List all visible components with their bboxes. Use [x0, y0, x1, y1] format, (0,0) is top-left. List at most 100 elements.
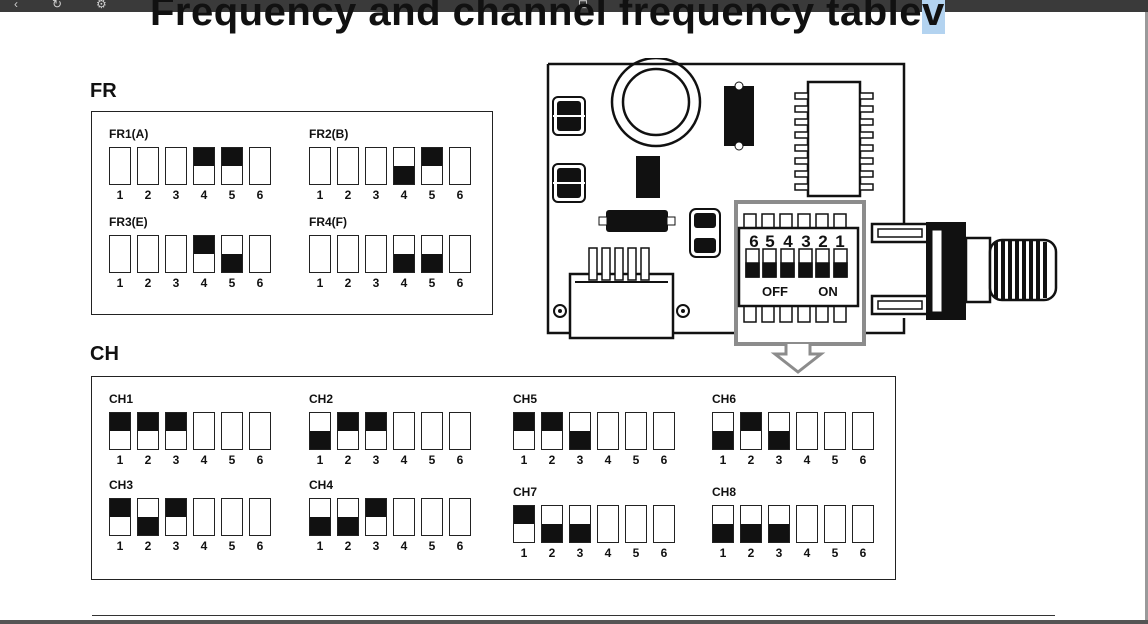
switch-number: 2: [144, 276, 152, 290]
switch-number: 1: [520, 546, 528, 560]
switch-number: 4: [400, 276, 408, 290]
ch-group-label: CH7: [513, 485, 538, 499]
dip-switch: [337, 235, 359, 273]
dip-number: 3: [801, 232, 810, 251]
off-label: OFF: [762, 284, 788, 299]
switch-number: 3: [372, 188, 380, 202]
scrollbar-edge[interactable]: [1145, 12, 1148, 624]
ch-group-label: CH2: [309, 392, 334, 406]
dip-switch: [852, 505, 874, 543]
switch-number: 1: [719, 546, 727, 560]
switch-lever: [166, 413, 186, 431]
switch-number: 4: [200, 539, 208, 553]
dip-switch: [249, 147, 271, 185]
switch-number: 5: [228, 453, 236, 467]
switch-lever: [394, 166, 414, 184]
dip-switch: [365, 498, 387, 536]
dip-switch: [513, 412, 535, 450]
switch-lever: [514, 413, 534, 431]
antenna-connector: [870, 222, 1058, 320]
switch-lever: [138, 413, 158, 431]
switch-number: 1: [116, 453, 124, 467]
dip-switch: [365, 412, 387, 450]
dip-switch: [421, 498, 443, 536]
switch-number: 5: [228, 276, 236, 290]
switch-number: 3: [372, 276, 380, 290]
dip-switch: [852, 412, 874, 450]
switch-lever: [741, 413, 761, 431]
table-top-edge: [92, 615, 1055, 616]
switch-number: 6: [256, 453, 264, 467]
dip-switch: [137, 412, 159, 450]
settings-icon[interactable]: ⚙: [96, 0, 107, 11]
dip-switch: [824, 505, 846, 543]
dip-switch: [653, 505, 675, 543]
dip-switch: [337, 498, 359, 536]
dip-switch: [740, 505, 762, 543]
switch-number: 5: [831, 453, 839, 467]
switch-number: 2: [548, 453, 556, 467]
switch-number: 1: [316, 188, 324, 202]
ic-chip: [794, 80, 874, 198]
switch-lever: [366, 499, 386, 517]
page-icon[interactable]: ⊡: [578, 0, 589, 11]
dip-switch: [309, 412, 331, 450]
crystal-oscillator: [610, 58, 702, 148]
dip-switch: [796, 412, 818, 450]
switch-lever: [422, 254, 442, 272]
switch-lever: [514, 506, 534, 524]
dip-switch: [449, 498, 471, 536]
switch-lever: [713, 524, 733, 542]
dip-switch: [109, 235, 131, 273]
dip-switch: [221, 498, 243, 536]
fr-table-frame: [91, 111, 493, 315]
switch-lever: [741, 524, 761, 542]
dip-switch: [365, 147, 387, 185]
switch-number: 1: [316, 539, 324, 553]
refresh-icon[interactable]: ↻: [52, 0, 63, 11]
dip-switch: [513, 505, 535, 543]
switch-lever: [310, 517, 330, 535]
dip-switch: [541, 412, 563, 450]
switch-number: 1: [316, 453, 324, 467]
dip-switch: [768, 505, 790, 543]
dip-switch: [421, 235, 443, 273]
dip-switch: [796, 505, 818, 543]
ch-group-label: CH5: [513, 392, 538, 406]
switch-number: 6: [456, 539, 464, 553]
switch-lever: [338, 413, 358, 431]
switch-number: 2: [548, 546, 556, 560]
board-dip-switches: [745, 248, 848, 278]
dip-switch: [597, 412, 619, 450]
switch-number: 5: [228, 188, 236, 202]
fr-group-label: FR4(F): [309, 215, 347, 229]
switch-number: 6: [660, 453, 668, 467]
switch-number: 6: [256, 276, 264, 290]
switch-lever: [769, 431, 789, 449]
switch-number: 3: [775, 546, 783, 560]
switch-number: 5: [428, 188, 436, 202]
dip-switch: [249, 412, 271, 450]
switch-number: 4: [803, 453, 811, 467]
switch-number: 1: [520, 453, 528, 467]
dip-switch: [249, 498, 271, 536]
switch-lever: [110, 413, 130, 431]
dip-switch: [768, 412, 790, 450]
switch-lever: [422, 148, 442, 166]
selected-text[interactable]: v: [922, 0, 945, 34]
switch-lever: [542, 413, 562, 431]
dip-switch: [309, 498, 331, 536]
back-icon[interactable]: ‹: [14, 0, 18, 11]
dip-switch: [165, 498, 187, 536]
switch-number: 1: [719, 453, 727, 467]
switch-number: 6: [256, 539, 264, 553]
switch-lever: [222, 148, 242, 166]
dip-switch: [221, 235, 243, 273]
fr-group-label: FR3(E): [109, 215, 148, 229]
fr-group-label: FR2(B): [309, 127, 349, 141]
switch-number: 6: [256, 188, 264, 202]
ch-group-label: CH6: [712, 392, 737, 406]
dip-switch: [249, 235, 271, 273]
dip-switch: [393, 147, 415, 185]
receiver-board-illustration: 6 5 4 3 2 1 OFF ON: [546, 58, 1058, 374]
